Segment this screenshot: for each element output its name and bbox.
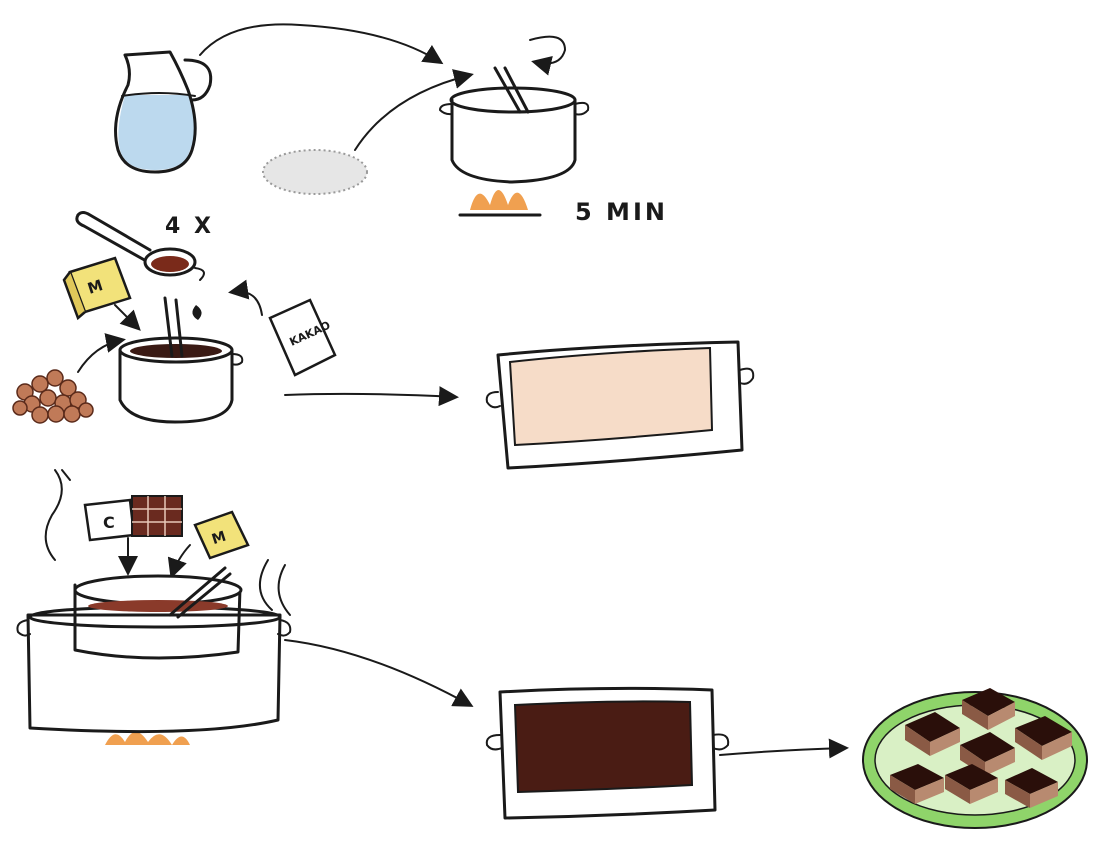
- arrow-pot-to-tray: [285, 394, 455, 397]
- arrow-tray-to-plate: [720, 748, 845, 755]
- plate-of-chocolate-squares: [863, 688, 1087, 828]
- cooking-pot-stove: [440, 37, 588, 215]
- water-jug-liquid: [118, 95, 195, 170]
- butter-block-right: M: [195, 512, 248, 558]
- sugar-pile: [263, 150, 367, 194]
- arrow-butter-to-pot-2: [172, 545, 190, 575]
- hazelnut-pile: [13, 370, 93, 423]
- arrow-cocoa-to-pot: [232, 291, 262, 315]
- spoon-cocoa-liquid: [151, 256, 189, 272]
- stir-arrow-icon: [530, 37, 565, 64]
- arrow-boiler-to-tray: [285, 640, 470, 705]
- chocolate-ingredients: C: [85, 496, 182, 540]
- stove-flame: [470, 190, 528, 210]
- arrow-butter-to-pot: [115, 305, 138, 328]
- water-jug: [116, 52, 211, 172]
- cook-time-label: 5 MIN: [575, 198, 668, 226]
- pastry-fill: [510, 348, 712, 445]
- chocolate-box-label: C: [103, 513, 115, 532]
- chocolate-layer: [515, 701, 692, 792]
- cocoa-box: KAKAO: [270, 300, 335, 375]
- baking-tray-pastry: [487, 342, 754, 468]
- drop-icon: [192, 305, 201, 320]
- arrow-nuts-to-pot: [78, 340, 122, 372]
- mixing-pot: [120, 298, 242, 422]
- baking-tray-chocolate: [487, 688, 728, 818]
- chocolate-bar: [132, 496, 182, 536]
- spoon-count-label: 4 X: [165, 214, 214, 239]
- boiler-flame: [105, 732, 190, 745]
- double-boiler: [17, 568, 290, 745]
- arrow-jug-to-pot: [200, 24, 440, 62]
